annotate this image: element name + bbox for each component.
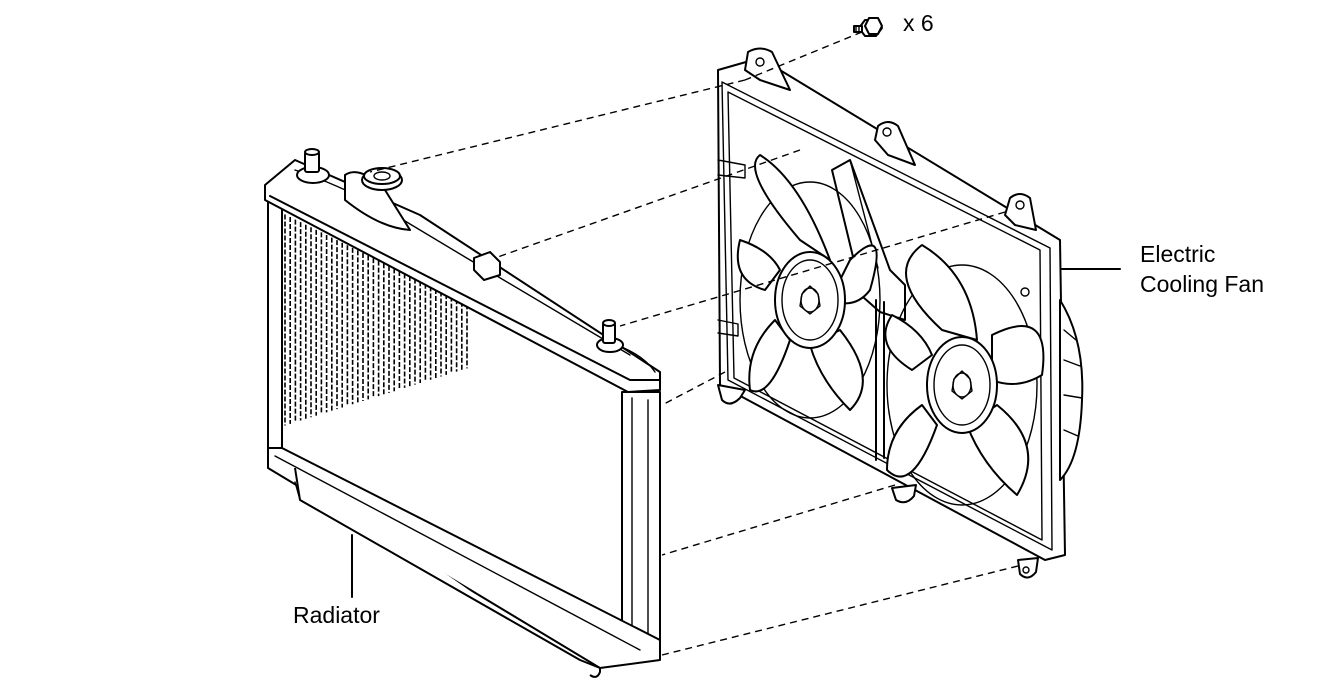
radiator-cap [344,167,411,231]
fan-mount-tab-bottom-mid [891,484,917,504]
radiator-drain [294,467,601,678]
fan-label-line1: Electric [1140,241,1216,267]
fan-left [736,154,881,419]
fan-mount-tab-top-left [744,47,791,91]
alignment-lines [369,31,1019,656]
cooling-fan [717,47,1121,579]
bolt-quantity-label: x 6 [903,10,934,36]
fan-label: Electric Cooling Fan [1140,239,1264,299]
radiator-lower-tank [267,447,661,669]
bolt-icon [853,17,883,37]
fan-label-line2: Cooling Fan [1140,271,1265,297]
radiator-left-side [267,189,283,456]
radiator-right-side [621,391,661,649]
radiator-mount-pin [596,319,624,353]
fan-motor-housing [1059,299,1084,481]
fan-mount-tab-top-mid [874,121,916,166]
fan-mount-tab-top-right [1004,193,1037,231]
radiator-fins [284,214,468,426]
radiator-bracket [473,251,501,281]
radiator-upper-tank [264,159,661,393]
fan-mount-tab-bottom-left [717,384,746,405]
radiator-inlet-pipe [296,148,330,184]
fan-right [884,244,1045,506]
radiator [264,148,661,678]
radiator-label: Radiator [293,602,380,628]
